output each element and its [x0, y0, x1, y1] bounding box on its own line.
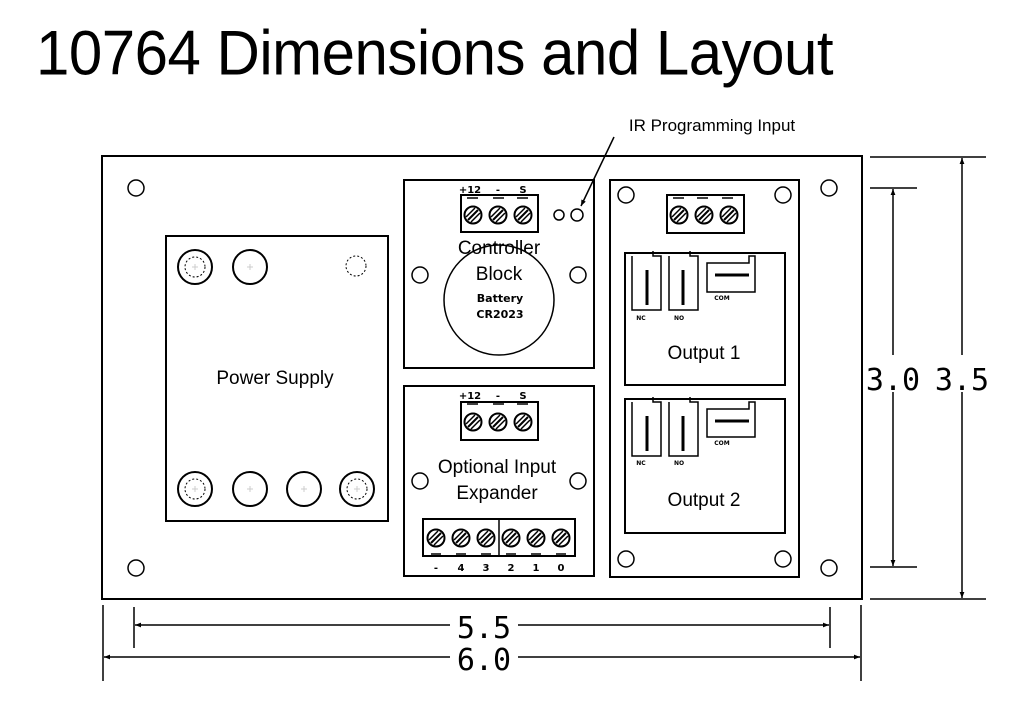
mounting-hole-bottom-right [820, 559, 838, 577]
ps-terminal-post [177, 249, 213, 285]
terminal-label: 4 [458, 563, 465, 574]
contact-label-nc: NC [636, 315, 646, 322]
contact-label-com: COM [714, 440, 730, 447]
module-mount-hole [617, 550, 635, 568]
terminal-label: S [519, 185, 526, 196]
board-outline [101, 155, 863, 600]
terminal-label: +12 [459, 391, 481, 402]
terminal-label: 0 [558, 563, 565, 574]
controller-block-module: +12 - S Controller Block Battery CR2023 [403, 179, 595, 369]
screw-terminal [426, 528, 446, 548]
ps-led-indicator [345, 255, 367, 277]
ps-terminal-post [232, 249, 268, 285]
terminal-label: - [496, 185, 500, 196]
module-mount-hole [411, 266, 429, 284]
ir-programming-label: IR Programming Input [629, 116, 796, 135]
terminal-label: - [434, 563, 438, 574]
page-title: 10764 Dimensions and Layout [36, 17, 834, 89]
status-led [553, 209, 565, 221]
dimension-label-6-0: 6.0 [457, 643, 511, 678]
mounting-hole-top-left [127, 179, 145, 197]
contact-label-nc: NC [636, 460, 646, 467]
terminal-label: 1 [533, 563, 540, 574]
terminal-label: - [496, 391, 500, 402]
output-1-label: Output 1 [668, 343, 741, 364]
ir-receiver [570, 208, 584, 222]
height-dimensions: 3.0 3.5 [866, 156, 989, 600]
terminal-label: 2 [508, 563, 515, 574]
module-mount-hole [774, 186, 792, 204]
ps-terminal-post [177, 471, 213, 507]
ir-programming-callout: IR Programming Input [580, 116, 796, 207]
battery-cr2023 [443, 244, 555, 356]
power-supply-module: Power Supply [165, 235, 389, 522]
screw-terminal [476, 528, 496, 548]
screw-terminal [526, 528, 546, 548]
screw-terminal [719, 205, 739, 225]
screw-terminal [463, 412, 483, 432]
dimension-label-3-0: 3.0 [866, 363, 920, 398]
contact-label-no: NO [674, 315, 684, 322]
ps-terminal-post [339, 471, 375, 507]
dimension-label-5-5: 5.5 [457, 611, 511, 646]
battery-label-line2: CR2023 [476, 308, 523, 321]
expander-label-line1: Optional Input [438, 457, 557, 478]
controller-label-line1: Controller [458, 238, 541, 259]
module-mount-hole [569, 472, 587, 490]
output-2-label: Output 2 [668, 490, 741, 511]
output-1-relay: NC NO COM Output 1 [624, 251, 786, 386]
screw-terminal [513, 412, 533, 432]
ps-terminal-post [286, 471, 322, 507]
terminal-label: +12 [459, 185, 481, 196]
width-dimensions: 5.5 6.0 [102, 605, 862, 681]
screw-terminal [488, 412, 508, 432]
power-supply-label: Power Supply [216, 368, 334, 389]
terminal-label: S [519, 391, 526, 402]
module-mount-hole [569, 266, 587, 284]
terminal-label: 3 [483, 563, 490, 574]
controller-label-line2: Block [476, 264, 523, 285]
relay-output-board: NC NO COM Output 1 NC NO COM Output 2 [609, 179, 800, 578]
module-mount-hole [617, 186, 635, 204]
expander-label-line2: Expander [456, 483, 538, 504]
dimension-label-3-5: 3.5 [935, 363, 989, 398]
contact-label-com: COM [714, 295, 730, 302]
screw-terminal [513, 205, 533, 225]
output-2-relay: NC NO COM Output 2 [624, 397, 786, 534]
screw-terminal [669, 205, 689, 225]
mounting-hole-bottom-left [127, 559, 145, 577]
contact-label-no: NO [674, 460, 684, 467]
screw-terminal [463, 205, 483, 225]
screw-terminal [501, 528, 521, 548]
mounting-hole-top-right [820, 179, 838, 197]
module-mount-hole [411, 472, 429, 490]
screw-terminal [694, 205, 714, 225]
screw-terminal [488, 205, 508, 225]
module-mount-hole [774, 550, 792, 568]
input-expander-module: +12 - S Optional Input Expander - 4 3 2 … [403, 385, 595, 577]
screw-terminal [551, 528, 571, 548]
ps-terminal-post [232, 471, 268, 507]
screw-terminal [451, 528, 471, 548]
battery-label-line1: Battery [477, 292, 523, 305]
